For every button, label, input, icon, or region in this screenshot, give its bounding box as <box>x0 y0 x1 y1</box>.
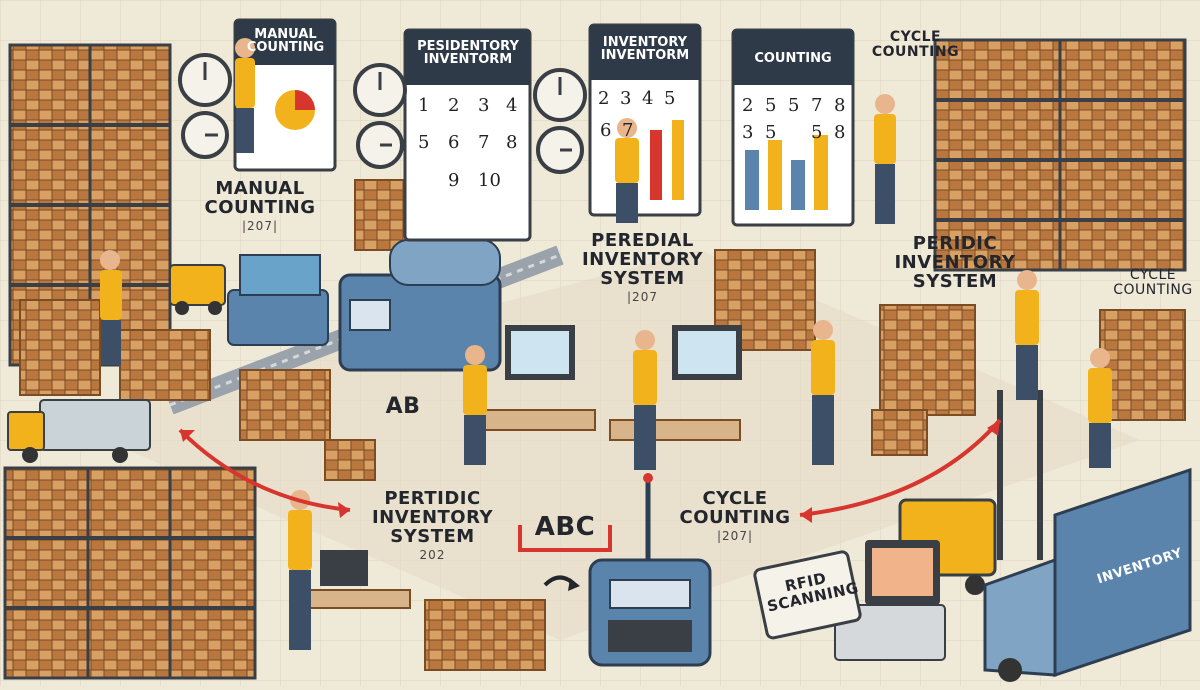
label-cycle-counting-bottom-title: CYCLE COUNTING <box>679 488 791 528</box>
box <box>871 409 928 456</box>
chart-number: 2 <box>742 95 754 116</box>
computer-desk-left <box>469 325 596 431</box>
label-pertidic-code: 202 <box>419 547 446 562</box>
worker-figure <box>1015 270 1039 400</box>
chart-number: 5 <box>664 88 676 109</box>
chart-number: 2 <box>598 88 610 109</box>
chart-number: 6 <box>600 120 612 141</box>
chart-number: 5 <box>765 95 777 116</box>
chart-number: 8 <box>834 95 846 116</box>
laptop-desk <box>299 550 411 609</box>
inventory-board-title: INVENTORY INVENTORM <box>600 35 690 63</box>
label-peredial-title: PEREDIAL INVENTORY SYSTEM <box>581 230 704 289</box>
calendar-number: 10 <box>478 170 501 191</box>
label-manual-counting-code: |207| <box>242 218 278 233</box>
flow-arrow <box>799 418 1002 523</box>
chart-number: 3 <box>742 122 754 143</box>
worker-figure <box>288 490 312 650</box>
manual-counting-board <box>233 18 337 172</box>
delivery-truck-left <box>7 399 151 463</box>
pesidentory-calendar-board <box>403 28 532 242</box>
worker-figure <box>1088 348 1112 468</box>
calendar-number: 9 <box>448 170 460 191</box>
worker-figure <box>100 250 122 365</box>
worker-figure <box>463 345 487 465</box>
box-stack <box>19 299 101 396</box>
refresh-arrow-icon <box>543 575 580 591</box>
stopwatch-icon <box>536 126 584 174</box>
chart-number: 5 <box>788 95 800 116</box>
worker-figure <box>615 118 639 223</box>
stopwatch-icon <box>356 121 404 169</box>
calendar-number: 2 <box>448 95 460 116</box>
calendar-number: 6 <box>448 132 460 153</box>
inventory-truck <box>983 467 1192 682</box>
chart-number: 7 <box>622 120 634 141</box>
calendar-number: 4 <box>506 95 518 116</box>
calendar-number: 1 <box>418 95 430 116</box>
open-boxes <box>424 599 546 671</box>
forklift-left <box>169 264 226 315</box>
automated-cart <box>227 254 329 346</box>
chart-number: 5 <box>811 122 823 143</box>
calendar-number: 5 <box>418 132 430 153</box>
stopwatch-icon <box>353 63 407 117</box>
shelving-rack-bottom-left <box>3 466 257 680</box>
chart-number: 4 <box>642 88 654 109</box>
stopwatch-icon <box>178 53 232 107</box>
label-ab: AB <box>385 394 421 419</box>
manual-board-title: MANUAL COUNTING <box>246 27 325 55</box>
chart-number: 7 <box>811 95 823 116</box>
box-stack <box>1099 309 1186 421</box>
label-pertidic-title: PERTIDIC INVENTORY SYSTEM <box>371 488 494 547</box>
label-cycle-counting-top: CYCLE COUNTING <box>871 29 960 60</box>
label-pertidic-inventory-system: PERTIDIC INVENTORY SYSTEM 202 <box>345 488 520 562</box>
calendar-number: 7 <box>478 132 490 153</box>
counting-chart-board <box>731 28 855 227</box>
automated-machine <box>338 239 502 372</box>
rfid-scanner-device <box>588 473 712 667</box>
shelving-rack-top-right <box>933 38 1187 272</box>
floor-area <box>60 250 1140 640</box>
flow-arrow <box>178 428 351 518</box>
box-stack <box>119 329 211 401</box>
chart-number: 5 <box>765 122 777 143</box>
worker-figure <box>235 38 255 153</box>
stopwatch-icon <box>181 111 229 159</box>
box <box>324 439 376 481</box>
box-stack <box>239 369 331 441</box>
calendar-number: 3 <box>478 95 490 116</box>
label-peredial-code: |207 <box>627 289 658 304</box>
label-peridic-inventory-system: PERIDIC INVENTORY SYSTEM <box>894 233 1016 292</box>
worker-figure <box>874 94 896 224</box>
label-cycle-counting-right: CYCLE COUNTING <box>1113 267 1193 298</box>
laptop-terminal <box>834 540 946 661</box>
abc-bracket-arrow <box>518 525 612 552</box>
chart-number: 8 <box>834 122 846 143</box>
label-manual-counting: MANUAL COUNTING |207| <box>185 178 335 233</box>
label-manual-counting-title: MANUAL COUNTING <box>204 178 316 218</box>
label-cycle-counting-bottom: CYCLE COUNTING |207| <box>660 488 810 543</box>
worker-figure <box>811 320 835 465</box>
label-peredial-inventory-system: PEREDIAL INVENTORY SYSTEM |207 <box>555 230 730 304</box>
rfid-sign <box>753 550 862 640</box>
box-stack <box>879 304 976 416</box>
label-abc: ABC <box>534 512 596 542</box>
counting-board-title: COUNTING <box>754 51 832 66</box>
pesidentory-board-title: PESIDENTORY INVENTORM <box>417 39 519 67</box>
stopwatch-icon <box>533 68 587 122</box>
calendar-number: 8 <box>506 132 518 153</box>
chart-number: 3 <box>620 88 632 109</box>
label-cycle-counting-bottom-code: |207| <box>717 528 753 543</box>
worker-figure <box>633 330 657 470</box>
